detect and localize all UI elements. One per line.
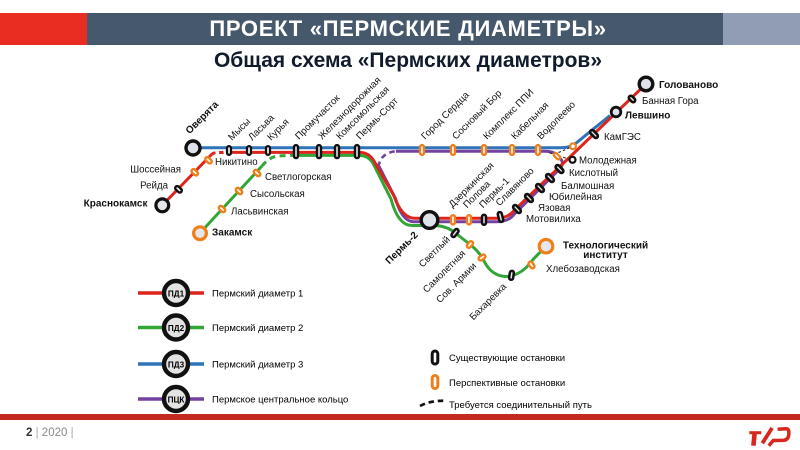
svg-text:КамГЭС: КамГЭС bbox=[604, 132, 641, 143]
svg-text:Бахаревка: Бахаревка bbox=[468, 281, 510, 323]
svg-text:Хлебозаводская: Хлебозаводская bbox=[546, 264, 620, 275]
svg-text:Существующие остановки: Существующие остановки bbox=[449, 353, 565, 364]
svg-text:Светлогорская: Светлогорская bbox=[265, 172, 332, 183]
svg-text:Шоссейная: Шоссейная bbox=[130, 165, 181, 176]
svg-text:Пермский диаметр 1: Пермский диаметр 1 bbox=[212, 289, 303, 300]
svg-text:Требуется соединительный путь: Требуется соединительный путь bbox=[449, 400, 592, 411]
svg-text:Закамск: Закамск bbox=[212, 228, 253, 239]
svg-text:Перспективные остановки: Перспективные остановки bbox=[449, 378, 565, 389]
svg-text:Рейда: Рейда bbox=[140, 181, 168, 192]
svg-text:Никитино: Никитино bbox=[215, 157, 258, 168]
svg-text:институт: институт bbox=[583, 250, 628, 261]
svg-text:Пермь-2: Пермь-2 bbox=[384, 230, 421, 267]
svg-text:Пермский диаметр 2: Пермский диаметр 2 bbox=[212, 323, 303, 334]
svg-text:Банная Гора: Банная Гора bbox=[642, 96, 699, 107]
svg-text:Сысольская: Сысольская bbox=[250, 189, 305, 200]
svg-text:ПД1: ПД1 bbox=[168, 290, 185, 299]
svg-text:ПД3: ПД3 bbox=[168, 361, 185, 370]
svg-text:Пермское центральное кольцо: Пермское центральное кольцо bbox=[212, 395, 348, 406]
svg-text:Голованово: Голованово bbox=[659, 80, 718, 91]
svg-text:Технологический: Технологический bbox=[563, 240, 648, 251]
svg-text:Юбилейная: Юбилейная bbox=[549, 192, 602, 203]
svg-text:Язовая: Язовая bbox=[538, 203, 570, 214]
svg-text:Молодежная: Молодежная bbox=[579, 156, 637, 167]
svg-text:Пермский диаметр 3: Пермский диаметр 3 bbox=[212, 360, 303, 371]
svg-text:ПД2: ПД2 bbox=[168, 324, 185, 333]
svg-text:Оверята: Оверята bbox=[184, 99, 222, 137]
svg-text:Балмошная: Балмошная bbox=[561, 181, 614, 192]
svg-text:Ласьвинская: Ласьвинская bbox=[231, 207, 288, 218]
svg-text:Краснокамск: Краснокамск bbox=[84, 199, 149, 210]
svg-text:Мотовилиха: Мотовилиха bbox=[526, 214, 581, 225]
svg-text:Кислотный: Кислотный bbox=[569, 168, 618, 179]
svg-text:Левшино: Левшино bbox=[625, 111, 670, 122]
svg-text:ПЦК: ПЦК bbox=[168, 396, 186, 405]
